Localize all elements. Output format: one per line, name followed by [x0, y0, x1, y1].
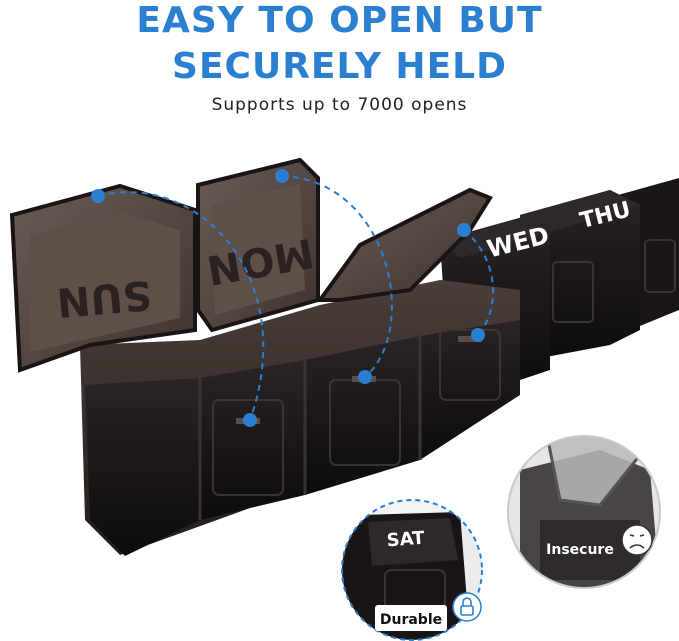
- lid-mon: [196, 157, 320, 333]
- headline-line-1: EASY TO OPEN BUT: [136, 0, 543, 41]
- open-motion-arcs: [97, 175, 495, 421]
- open-compartments: [80, 280, 520, 556]
- subtitle: Supports up to 7000 opens: [211, 95, 468, 115]
- lid-label-sun: SUN: [55, 271, 153, 325]
- sad-face-icon: [621, 524, 653, 556]
- lid-sun: [9, 183, 197, 373]
- durable-callout: SAT Durable: [341, 499, 483, 641]
- headline-line-2: SECURELY HELD: [172, 46, 507, 87]
- lid-label-sat: SAT: [386, 528, 426, 552]
- insecure-callout: Insecure: [507, 435, 661, 589]
- lock-icon: [452, 592, 482, 622]
- insecure-label: Insecure: [546, 542, 614, 558]
- arc-dots: [91, 169, 485, 427]
- durable-label: Durable: [380, 612, 442, 628]
- lid-tue: [316, 187, 493, 302]
